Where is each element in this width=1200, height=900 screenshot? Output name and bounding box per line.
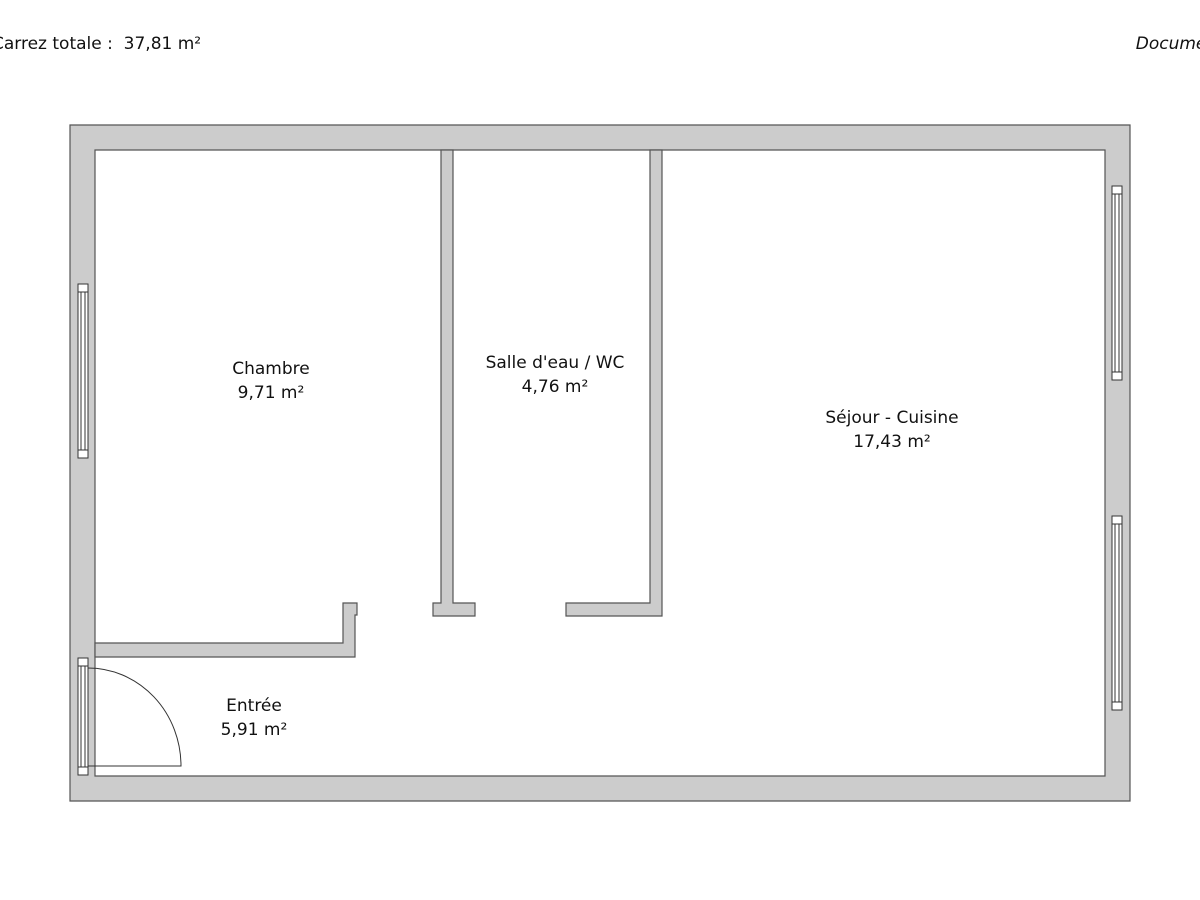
room-area: 9,71 m² bbox=[237, 383, 305, 403]
room-salle-eau: Salle d'eau / WC 4,76 m² bbox=[486, 351, 625, 399]
total-label: Carrez totale : bbox=[0, 34, 113, 54]
room-name: Entrée bbox=[226, 696, 282, 716]
room-area: 4,76 m² bbox=[521, 377, 589, 397]
room-name: Chambre bbox=[232, 359, 310, 379]
wall-chambre-entree bbox=[94, 602, 358, 658]
total-value: 37,81 m² bbox=[123, 34, 202, 54]
room-area: 17,43 m² bbox=[853, 432, 931, 452]
room-entree: Entrée 5,91 m² bbox=[221, 694, 288, 742]
wall-salle-sejour bbox=[565, 149, 663, 617]
window-chambre bbox=[77, 283, 89, 459]
room-name: Salle d'eau / WC bbox=[485, 353, 625, 373]
room-area: 5,91 m² bbox=[220, 720, 288, 740]
window-sejour-bottom bbox=[1111, 515, 1123, 711]
room-name: Séjour - Cuisine bbox=[825, 408, 959, 428]
room-chambre: Chambre 9,71 m² bbox=[232, 357, 310, 405]
door-swing-arc bbox=[87, 667, 182, 767]
document-note: Document n bbox=[1135, 34, 1200, 54]
wall-chambre-salle bbox=[432, 149, 476, 617]
window-sejour-top bbox=[1111, 185, 1123, 381]
exterior-wall bbox=[69, 124, 1131, 802]
entrance-door[interactable] bbox=[77, 657, 182, 776]
room-sejour: Séjour - Cuisine 17,43 m² bbox=[825, 406, 958, 454]
total-area: Carrez totale : 37,81 m² bbox=[0, 34, 201, 54]
